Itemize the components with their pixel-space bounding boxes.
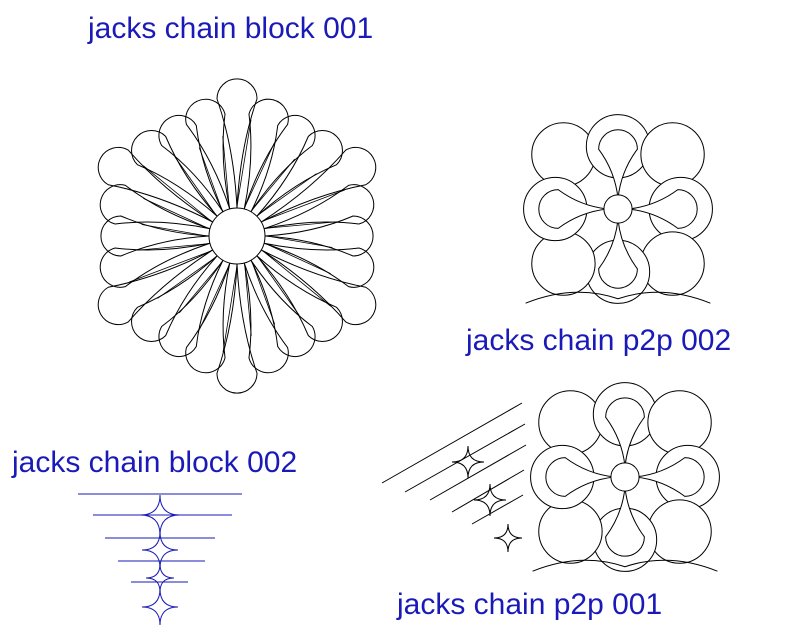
flower-lobe	[647, 499, 712, 564]
flower-center	[603, 194, 633, 224]
rosette-vein	[198, 147, 223, 211]
design-label-block-002[interactable]: jacks chain block 002	[12, 446, 298, 479]
flower-lobe	[531, 122, 596, 187]
design-label-p2p-001[interactable]: jacks chain p2p 001	[397, 588, 663, 621]
rosette-vein	[251, 261, 276, 325]
diagonal-line	[381, 402, 523, 484]
rosette-petal	[100, 215, 210, 257]
rosette-vein	[257, 173, 317, 216]
rosette-vein	[257, 256, 300, 316]
rosette-vein	[157, 256, 217, 299]
rosette-vein	[174, 156, 217, 216]
rosette-center	[208, 207, 266, 265]
rosette-petal	[263, 184, 375, 230]
rosette-vein	[143, 198, 209, 229]
rosette-vein	[199, 264, 230, 330]
rosette-vein	[265, 221, 337, 229]
rosette-block-001	[97, 78, 377, 394]
flower-petal	[538, 189, 608, 229]
rosette-vein	[266, 235, 333, 248]
rosette-vein	[222, 265, 238, 353]
diagonal-line	[471, 494, 524, 525]
rosette-vein	[251, 158, 295, 211]
rosette-petal	[97, 146, 214, 223]
blue-curved-diamond	[145, 563, 175, 593]
flower-lobe	[647, 390, 712, 455]
flower-lobe	[538, 390, 603, 455]
rosette-petal	[243, 98, 289, 210]
rosette-petal	[264, 215, 374, 257]
rosette-vein	[244, 264, 252, 336]
rosette-petal	[216, 263, 258, 394]
diagonal-line	[404, 423, 526, 493]
rosette-vein	[262, 189, 345, 222]
diagonal-line	[451, 469, 525, 513]
flower-lobe	[531, 231, 596, 296]
blue-curved-diamond	[141, 588, 179, 626]
flower-petal	[635, 457, 705, 497]
flower-lobe	[538, 499, 603, 564]
rosette-vein	[262, 250, 331, 307]
rosette-petal	[131, 255, 218, 342]
rosette-vein	[265, 243, 331, 274]
flower-lobe	[640, 231, 705, 296]
rosette-vein	[137, 243, 209, 251]
rosette-petal	[131, 130, 218, 217]
flower-baseline	[525, 291, 711, 304]
rosette-petal	[256, 130, 343, 217]
rosette-petal	[260, 249, 377, 326]
rosette-petal	[243, 262, 289, 374]
curved-diamond	[451, 445, 485, 479]
rosette-vein	[179, 261, 223, 314]
flower-lobe	[640, 122, 705, 187]
diagonal-line	[429, 444, 527, 501]
rosette-petal	[185, 262, 231, 374]
flower-p2p-002	[523, 114, 713, 304]
flower-center	[610, 462, 640, 492]
rosette-petal	[250, 259, 316, 357]
rosette-petal	[216, 78, 258, 209]
flower-petal	[598, 219, 638, 289]
rosette-petal	[263, 242, 375, 288]
rosette-vein	[129, 250, 212, 283]
flower-p2p-001	[530, 382, 720, 572]
design-label-block-001[interactable]: jacks chain block 001	[88, 12, 374, 45]
flower-petal	[605, 397, 645, 467]
design-label-p2p-002[interactable]: jacks chain p2p 002	[466, 324, 732, 357]
rosette-petal	[99, 242, 211, 288]
blue-curved-diamond	[141, 531, 179, 569]
curved-diamond	[473, 483, 507, 517]
rosette-petal	[158, 115, 224, 213]
rosette-vein	[141, 224, 208, 237]
flower-petal	[545, 457, 615, 497]
rosette-petal	[158, 259, 224, 357]
rosette-vein	[244, 142, 275, 208]
flower-petal	[598, 129, 638, 199]
flower-baseline	[532, 559, 718, 572]
rosette-petal	[99, 184, 211, 230]
rosette-petal	[97, 249, 214, 326]
rosette-petal	[256, 255, 343, 342]
rosette-petal	[260, 146, 377, 223]
rosette-vein	[236, 119, 252, 207]
diagonal-chain-p2p-001	[381, 402, 527, 553]
rosette-vein	[143, 165, 212, 222]
blue-chain-block-002	[78, 493, 242, 626]
flower-petal	[628, 189, 698, 229]
rosette-vein	[222, 136, 230, 208]
flower-petal	[605, 487, 645, 557]
rosette-petal	[185, 98, 231, 210]
curved-diamond	[493, 523, 523, 553]
rosette-petal	[250, 115, 316, 213]
